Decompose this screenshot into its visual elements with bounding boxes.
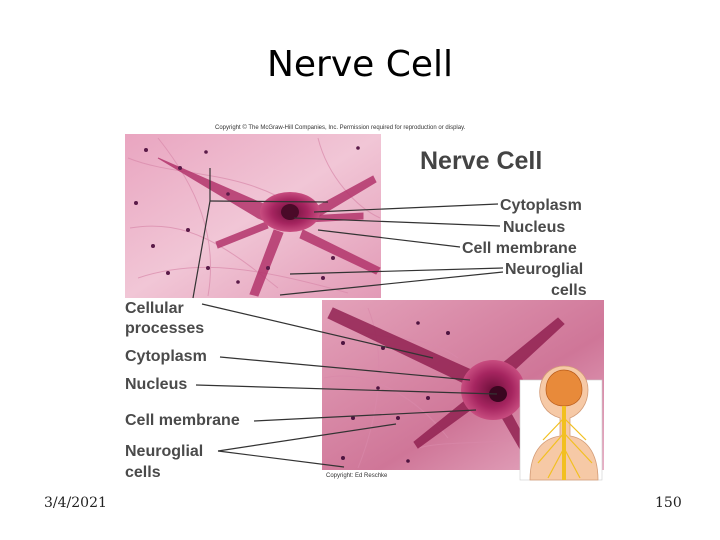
copyright-bottom: Copyright: Ed Reschke — [326, 473, 388, 479]
nerve-cell-figure: Copyright © The McGraw-Hill Companies, I… — [118, 118, 604, 484]
label-right-nucleus: Nucleus — [503, 219, 566, 236]
left-leader-lines — [192, 168, 498, 468]
figure-heading: Nerve Cell — [420, 147, 543, 175]
copyright-top: Copyright © The McGraw-Hill Companies, I… — [215, 125, 466, 131]
label-left-cell-membrane: Cell membrane — [125, 412, 240, 429]
slide-title: Nerve Cell — [266, 44, 454, 85]
label-right-cell-membrane: Cell membrane — [462, 240, 577, 257]
label-left-nucleus: Nucleus — [125, 376, 188, 393]
right-leader-lines — [279, 203, 504, 296]
label-left-processes: processes — [125, 320, 205, 337]
body-inset — [519, 365, 603, 481]
label-left-cellular: Cellular — [125, 300, 184, 317]
label-right-neuroglial: Neuroglial — [505, 261, 584, 278]
label-left-cytoplasm: Cytoplasm — [125, 348, 207, 365]
label-right-cytoplasm: Cytoplasm — [500, 197, 582, 214]
label-left-neuroglial-cells: cells — [125, 464, 161, 481]
figure-illustration — [125, 134, 604, 481]
label-right-neuroglial-cells: cells — [551, 282, 587, 299]
label-left-neuroglial: Neuroglial — [125, 443, 204, 460]
slide-page-number: 150 — [655, 495, 682, 511]
slide-date: 3/4/2021 — [44, 495, 107, 511]
